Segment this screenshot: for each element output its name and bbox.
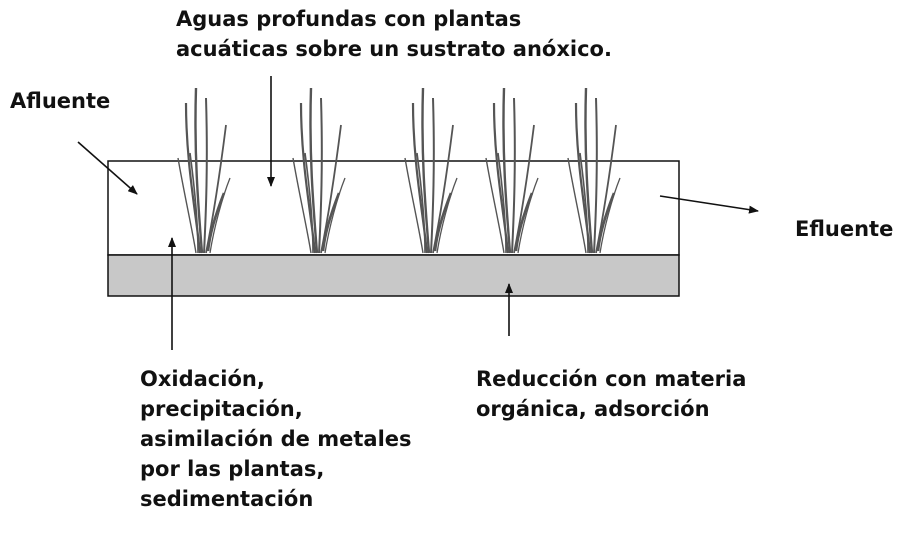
title-line: Aguas profundas con plantas xyxy=(176,7,522,31)
diagram-title-label: Aguas profundas con plantas acuáticas so… xyxy=(176,4,612,64)
water-processes-label: Oxidación, precipitación, asimilación de… xyxy=(140,364,412,514)
substrate-layer xyxy=(107,254,680,297)
inflow-label: Afluente xyxy=(10,89,111,113)
inflow-arrow xyxy=(77,141,138,195)
water-process-line: Oxidación, xyxy=(140,367,265,391)
title-line: acuáticas sobre un sustrato anóxico. xyxy=(176,37,612,61)
water-process-line: por las plantas, xyxy=(140,457,325,481)
substrate-process-line: Reducción con materia xyxy=(476,367,747,391)
water-process-line: precipitación, xyxy=(140,397,303,421)
outflow-label: Efluente xyxy=(795,217,894,241)
substrate-process-line: orgánica, adsorción xyxy=(476,397,710,421)
water-process-line: asimilación de metales xyxy=(140,427,412,451)
outflow-arrow xyxy=(659,195,759,214)
water-process-line: sedimentación xyxy=(140,487,314,511)
substrate-processes-label: Reducción con materia orgánica, adsorció… xyxy=(476,364,746,424)
